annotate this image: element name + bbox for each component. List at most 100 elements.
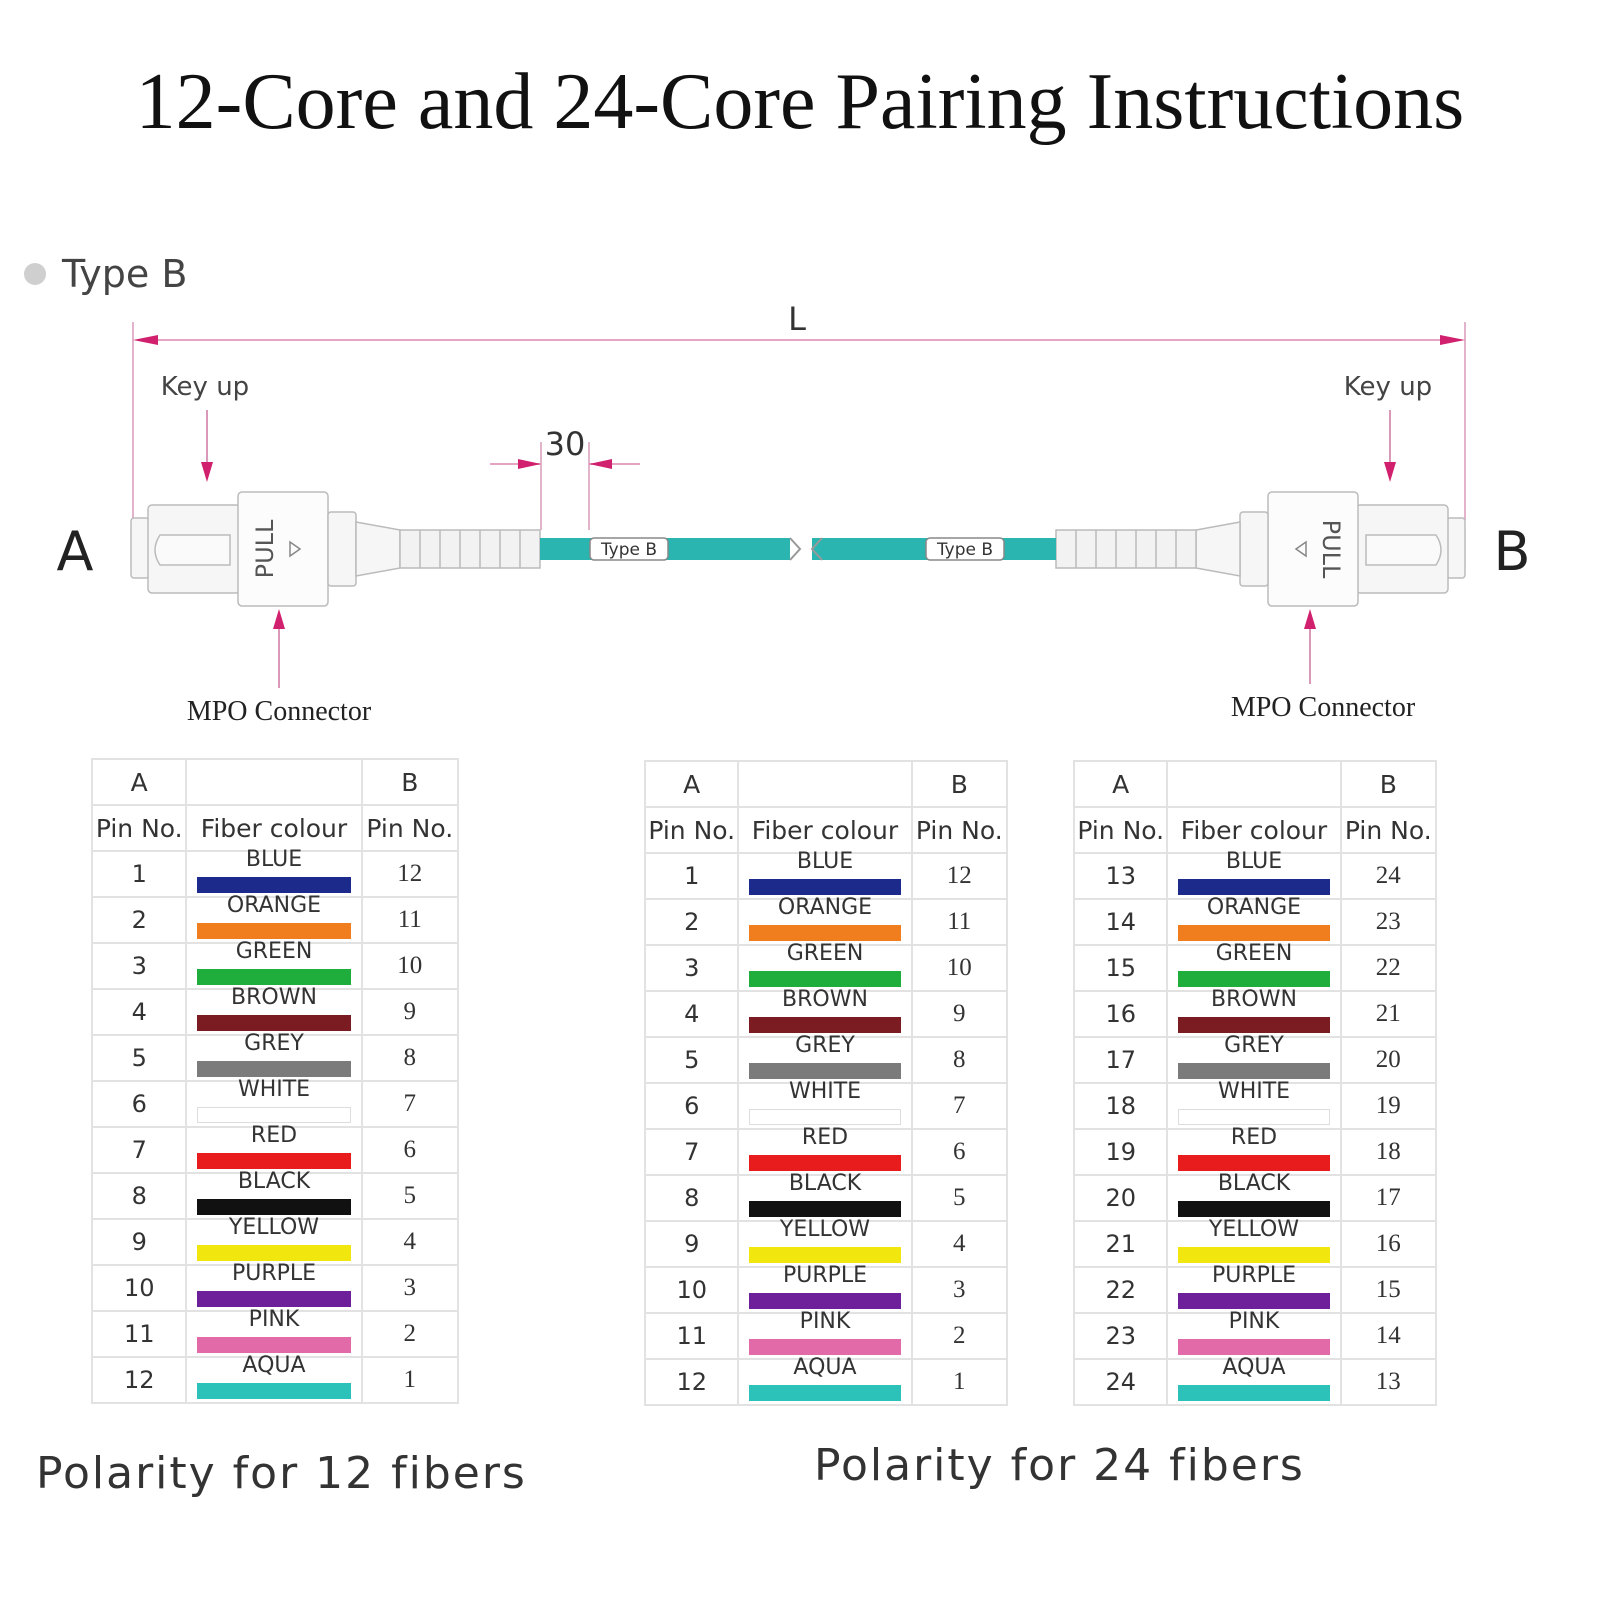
pin-a: 6 (643, 1082, 740, 1130)
fiber-colour-swatch (197, 877, 351, 893)
pin-a: 5 (90, 1034, 188, 1082)
dim-arrow-left-icon (518, 459, 541, 469)
fiber-colour-swatch (749, 1017, 901, 1033)
fiber-colour-cell: BLACK (737, 1171, 913, 1222)
fiber-colour-name: GREEN (786, 941, 864, 966)
fiber-colour-cell: YELLOW (1166, 1219, 1342, 1268)
fiber-colour-swatch (197, 969, 351, 985)
pin-b: 12 (360, 850, 460, 898)
pull-arrow-right-icon (1294, 540, 1307, 558)
key-up-right-arrow-icon (1384, 462, 1396, 482)
pin-b: 17 (1339, 1174, 1438, 1222)
fiber-colour-swatch (197, 1245, 351, 1261)
fiber-colour-name: RED (250, 1123, 298, 1148)
cable-break-right-icon (810, 537, 823, 561)
fiber-colour-name: PURPLE (1211, 1263, 1297, 1288)
pin-b: 10 (910, 944, 1009, 992)
pin-b: 2 (360, 1310, 460, 1358)
pin-a: 17 (1072, 1036, 1169, 1084)
type-label: Type B (24, 252, 187, 296)
header-fiber: Fiber colour (185, 804, 363, 852)
fiber-colour-cell: WHITE (1166, 1081, 1342, 1130)
header-a: A (1072, 760, 1169, 808)
pin-a: 12 (643, 1358, 740, 1406)
fiber-colour-cell: WHITE (185, 1079, 363, 1128)
header-pin-a: Pin No. (643, 806, 740, 854)
pin-a: 11 (90, 1310, 188, 1358)
pin-b: 24 (1339, 852, 1438, 900)
fiber-colour-cell: ORANGE (1166, 897, 1342, 946)
fiber-colour-swatch (1178, 971, 1330, 987)
fiber-colour-name: BLACK (788, 1171, 862, 1196)
fiber-colour-name: BLACK (1217, 1171, 1291, 1196)
table-row: 20 BLACK 17 (1072, 1171, 1438, 1222)
header-pin-b: Pin No. (1339, 806, 1438, 854)
fiber-colour-swatch (749, 1109, 901, 1125)
fiber-colour-name: YELLOW (228, 1215, 320, 1240)
pin-b: 2 (910, 1312, 1009, 1360)
fiber-colour-cell: PURPLE (1166, 1263, 1342, 1314)
cable-tag-left (589, 537, 669, 561)
fiber-colour-name: PINK (1228, 1309, 1280, 1334)
fiber-colour-swatch (1178, 1247, 1330, 1263)
pin-a: 6 (90, 1080, 188, 1128)
fiber-colour-swatch (749, 1155, 901, 1171)
fiber-colour-swatch (197, 1199, 351, 1215)
fiber-colour-name: BROWN (1211, 987, 1297, 1012)
fiber-colour-cell: YELLOW (185, 1215, 363, 1266)
right-mpo-connector (1055, 491, 1466, 607)
fiber-colour-cell: GREY (185, 1033, 363, 1082)
pin-a: 22 (1072, 1266, 1169, 1314)
fiber-colour-name: PINK (799, 1309, 851, 1334)
mpo-right-arrow-icon (1304, 609, 1316, 629)
fiber-colour-name: GREY (1224, 1033, 1284, 1058)
pin-a: 8 (643, 1174, 740, 1222)
caption-12-fibers: Polarity for 12 fibers (36, 1448, 527, 1499)
pull-label-right: PULL (1317, 520, 1345, 579)
fiber-colour-name: RED (801, 1125, 849, 1150)
page-title: 12-Core and 24-Core Pairing Instructions (135, 58, 1465, 146)
fiber-colour-name: BLACK (237, 1169, 311, 1194)
pin-b: 8 (360, 1034, 460, 1082)
fiber-colour-cell: BLUE (185, 849, 363, 898)
fiber-colour-name: BLUE (1225, 849, 1283, 874)
cable-tag-right-label: Type B (936, 540, 993, 560)
pin-a: 20 (1072, 1174, 1169, 1222)
fiber-colour-name: ORANGE (777, 895, 873, 920)
pin-a: 3 (90, 942, 188, 990)
fiber-colour-swatch (749, 1063, 901, 1079)
pin-b: 8 (910, 1036, 1009, 1084)
fiber-colour-name: AQUA (793, 1355, 857, 1380)
pin-a: 16 (1072, 990, 1169, 1038)
pin-b: 13 (1339, 1358, 1438, 1406)
mpo-left-arrow-icon (273, 609, 285, 629)
fiber-colour-cell: BLUE (737, 851, 913, 900)
fiber-colour-cell: GREY (737, 1035, 913, 1084)
end-b-label: B (1493, 520, 1530, 583)
pin-b: 1 (910, 1358, 1009, 1406)
fiber-colour-swatch (1178, 1063, 1330, 1079)
pin-a: 12 (90, 1356, 188, 1404)
fiber-colour-swatch (1178, 1385, 1330, 1401)
pin-a: 1 (90, 850, 188, 898)
end-a-label: A (57, 520, 94, 583)
fiber-colour-swatch (1178, 1017, 1330, 1033)
fiber-colour-swatch (1178, 1155, 1330, 1171)
fiber-colour-cell: RED (1166, 1127, 1342, 1176)
fiber-colour-cell: PINK (185, 1309, 363, 1358)
